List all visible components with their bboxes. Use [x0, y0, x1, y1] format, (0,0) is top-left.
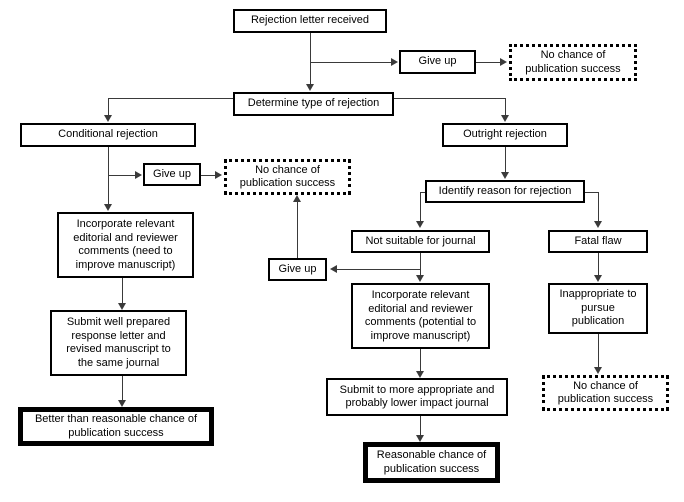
edge-determine-down-right [505, 98, 506, 116]
node-label: Reasonable chance of publication success [376, 449, 487, 475]
arrowhead-not-suitable-to-giveup-middle [330, 265, 337, 273]
node-label: Conditional rejection [58, 128, 158, 141]
node-inappropriate-to-pursue[interactable]: Inappropriate to pursue publication [548, 283, 648, 334]
node-label: Rejection letter received [250, 14, 369, 27]
edge-identify-down-left [420, 192, 421, 222]
node-determine-type-of-rejection[interactable]: Determine type of rejection [233, 92, 394, 116]
edge-outright-to-identify [505, 147, 506, 173]
arrowhead-identify-to-not-suitable [416, 221, 424, 228]
node-no-chance-left[interactable]: No chance of publication success [224, 159, 351, 195]
node-better-than-reasonable-chance[interactable]: Better than reasonable chance of publica… [18, 407, 214, 446]
arrowhead-received-to-giveup-top [391, 58, 398, 66]
edge-determine-down-left [108, 98, 109, 116]
node-reasonable-chance[interactable]: Reasonable chance of publication success [363, 442, 500, 483]
node-label: Submit well prepared response letter and… [66, 316, 171, 369]
node-incorporate-comments-left[interactable]: Incorporate relevant editorial and revie… [57, 212, 194, 278]
node-label: Identify reason for rejection [438, 184, 572, 197]
edge-not-suitable-to-giveup-middle [337, 269, 421, 270]
arrowhead-received-to-determine [306, 84, 314, 91]
edge-conditional-trunk [108, 147, 109, 205]
node-label: Fatal flaw [574, 234, 622, 247]
node-incorporate-comments-middle[interactable]: Incorporate relevant editorial and revie… [351, 283, 490, 349]
arrowhead-inappropriate-to-nochance-right [594, 367, 602, 374]
node-label: Incorporate relevant editorial and revie… [73, 218, 178, 271]
arrowhead-not-suitable-to-incorporate-middle [416, 275, 424, 282]
edge-not-suitable-trunk [420, 253, 421, 275]
node-fatal-flaw[interactable]: Fatal flaw [548, 230, 648, 253]
edge-giveup-middle-to-nochance-left [297, 202, 298, 259]
edge-determine-bus-right [394, 98, 505, 99]
arrowhead-determine-to-conditional [104, 115, 112, 122]
node-not-suitable-for-journal[interactable]: Not suitable for journal [351, 230, 490, 253]
arrowhead-giveup-top-to-nochance-top [500, 58, 507, 66]
node-give-up-middle[interactable]: Give up [268, 258, 327, 281]
arrowhead-submit-to-better-chance [118, 400, 126, 407]
edge-received-to-determine [310, 33, 311, 85]
arrowhead-submit-more-to-reasonable [416, 435, 424, 442]
node-label: No chance of publication success [239, 163, 336, 190]
node-submit-to-more-appropriate[interactable]: Submit to more appropriate and probably … [326, 378, 508, 416]
node-submit-well-prepared[interactable]: Submit well prepared response letter and… [50, 310, 187, 376]
arrowhead-fatal-flaw-to-inappropriate [594, 275, 602, 282]
edge-incorporate-middle-to-submit-more [420, 349, 421, 371]
node-label: Give up [153, 167, 191, 180]
arrowhead-determine-to-outright [501, 115, 509, 122]
arrowhead-outright-to-identify [501, 172, 509, 179]
node-outright-rejection[interactable]: Outright rejection [442, 123, 568, 147]
edge-submit-more-to-reasonable [420, 416, 421, 436]
arrowhead-incorporate-middle-to-submit-more [416, 371, 424, 378]
arrowhead-conditional-to-giveup-left [135, 171, 142, 179]
node-label: Determine type of rejection [247, 97, 380, 110]
node-identify-reason-for-rejection[interactable]: Identify reason for rejection [425, 180, 585, 203]
edge-identify-bus-right [585, 192, 598, 193]
node-label: Incorporate relevant editorial and revie… [364, 289, 477, 342]
node-label: Not suitable for journal [365, 234, 476, 247]
node-conditional-rejection[interactable]: Conditional rejection [20, 123, 196, 147]
node-label: Submit to more appropriate and probably … [339, 383, 495, 410]
edge-conditional-to-giveup-left [108, 175, 135, 176]
edge-giveup-top-to-nochance-top [476, 62, 501, 63]
edge-identify-bus-left [420, 192, 427, 193]
edge-submit-to-better-chance [122, 376, 123, 401]
arrowhead-identify-to-fatal-flaw [594, 221, 602, 228]
node-label: No chance of publication success [525, 49, 621, 75]
node-no-chance-right[interactable]: No chance of publication success [542, 375, 669, 411]
node-label: Outright rejection [463, 128, 547, 141]
node-give-up-top[interactable]: Give up [399, 50, 476, 74]
node-label: Better than reasonable chance of publica… [34, 413, 198, 439]
node-give-up-left[interactable]: Give up [143, 163, 201, 186]
edge-determine-bus-left [108, 98, 234, 99]
arrowhead-giveup-left-to-nochance-left [215, 171, 222, 179]
edge-identify-down-right [598, 192, 599, 222]
node-label: Give up [418, 55, 457, 68]
node-label: Inappropriate to pursue publication [559, 288, 637, 328]
arrowhead-incorporate-left-to-submit [118, 303, 126, 310]
edge-giveup-left-to-nochance-left [201, 175, 216, 176]
arrowhead-giveup-middle-to-nochance-left [293, 195, 301, 202]
node-no-chance-top[interactable]: No chance of publication success [509, 44, 637, 81]
edge-fatal-flaw-to-inappropriate [598, 253, 599, 276]
edge-incorporate-left-to-submit [122, 278, 123, 304]
node-rejection-letter-received[interactable]: Rejection letter received [233, 9, 387, 33]
node-label: Give up [278, 262, 317, 275]
node-label: No chance of publication success [557, 379, 654, 406]
arrowhead-conditional-to-incorporate [104, 204, 112, 211]
edge-inappropriate-to-nochance-right [598, 334, 599, 368]
edge-received-to-giveup-top [310, 62, 391, 63]
